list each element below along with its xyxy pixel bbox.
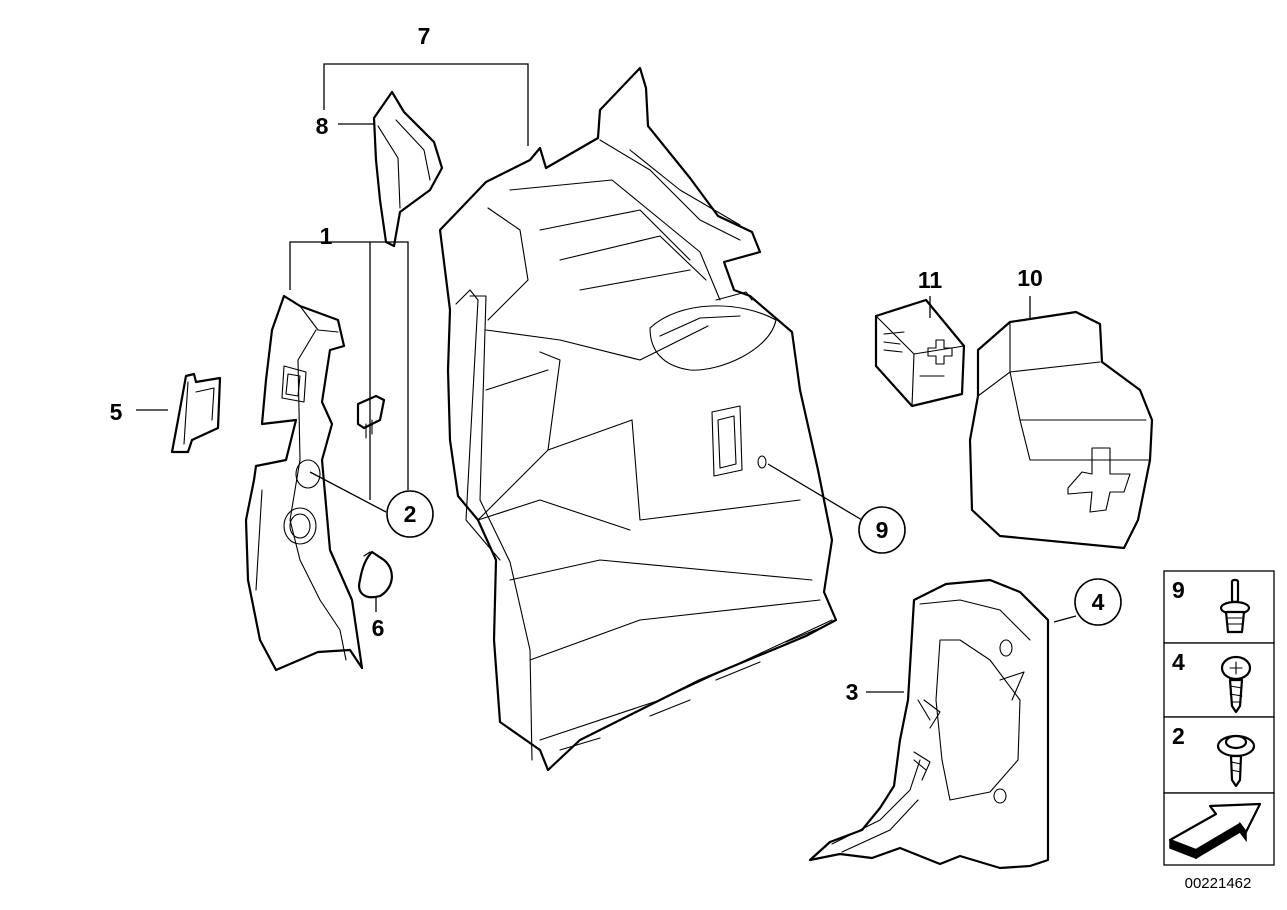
- callout-10: 10: [1017, 265, 1043, 291]
- legend-label-2: 2: [1172, 723, 1185, 749]
- part-10-first-aid-kit: [968, 310, 1154, 550]
- part-5-bracket: [170, 372, 222, 454]
- fastener-legend: 9 4 2: [1163, 570, 1275, 866]
- legend-row-2: [1163, 642, 1275, 718]
- callout-1: 1: [320, 223, 333, 249]
- callout-4: 4: [1092, 589, 1105, 615]
- callout-8: 8: [316, 113, 329, 139]
- legend-label-9: 9: [1172, 577, 1185, 603]
- callout-3: 3: [846, 679, 859, 705]
- screw-with-washer-icon: [1220, 655, 1252, 714]
- callout-5: 5: [110, 399, 123, 425]
- leader-lines: [136, 63, 1077, 693]
- part-11-box: [874, 298, 966, 408]
- callout-2-circle: 2: [386, 490, 434, 538]
- legend-row-3: [1163, 716, 1275, 794]
- part-6-round-cover: [358, 550, 393, 599]
- callout-9-circle: 9: [858, 506, 906, 554]
- part-7-luggage-side-trim: [438, 66, 838, 772]
- legend-label-4: 4: [1172, 649, 1185, 675]
- part-3-rear-corner-trim: [808, 578, 1050, 870]
- callout-6: 6: [372, 615, 385, 641]
- push-rivet-icon: [1219, 578, 1251, 634]
- direction-arrow-icon: [1168, 802, 1262, 860]
- callout-11: 11: [918, 267, 943, 293]
- callout-2: 2: [404, 501, 417, 527]
- callout-7: 7: [418, 23, 431, 49]
- callout-9: 9: [876, 517, 889, 543]
- part-1-clip: [356, 394, 386, 439]
- part-8-trim-piece: [372, 90, 444, 248]
- callout-labels: 7 8 1 5 6 11 10 3 2 9 4: [110, 23, 1122, 705]
- part-1-column-trim: [244, 294, 364, 672]
- callout-4-circle: 4: [1074, 578, 1122, 626]
- flange-screw-icon: [1216, 734, 1256, 788]
- diagram-reference-number: 00221462: [1185, 875, 1252, 892]
- legend-row-1: [1163, 570, 1275, 644]
